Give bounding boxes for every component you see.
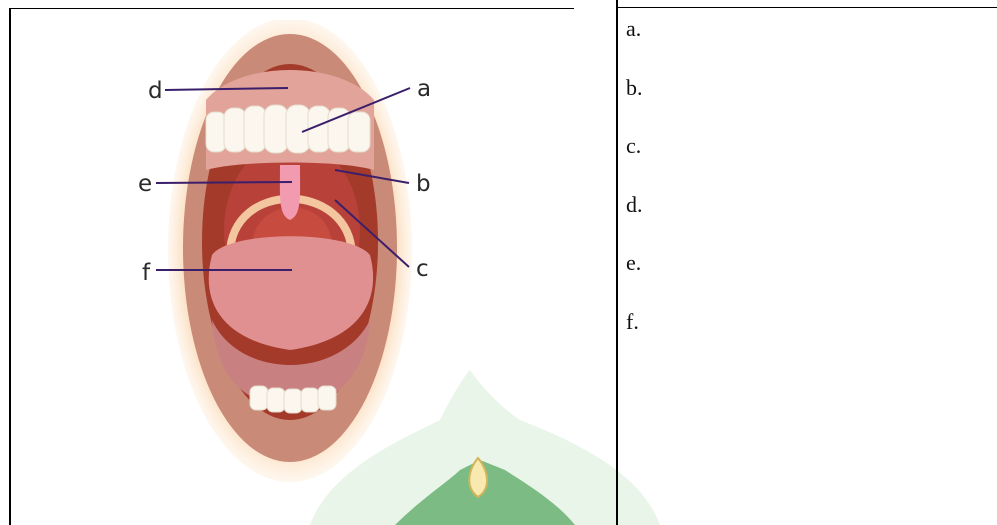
table-top-border-right <box>618 7 997 8</box>
label-d: d <box>148 78 163 104</box>
table-top-border-left <box>9 8 574 9</box>
answer-e: e. <box>626 248 643 277</box>
lower-teeth <box>250 386 336 413</box>
answer-f: f. <box>626 307 643 336</box>
answer-a: a. <box>626 14 643 43</box>
uvula <box>280 165 300 220</box>
answer-b: b. <box>626 73 643 102</box>
answer-c: c. <box>626 131 643 160</box>
table-column-divider <box>616 0 618 525</box>
table-left-border <box>9 8 11 525</box>
label-e: e <box>138 171 152 197</box>
mouth-diagram: d a e b f c <box>120 20 460 490</box>
leader-line-e <box>156 182 292 183</box>
label-a: a <box>417 76 431 102</box>
upper-teeth <box>206 105 370 153</box>
label-b: b <box>416 171 431 197</box>
label-c: c <box>416 256 429 282</box>
answer-d: d. <box>626 190 643 219</box>
answer-list: a. b. c. d. e. f. <box>626 14 643 365</box>
label-f: f <box>142 260 151 286</box>
